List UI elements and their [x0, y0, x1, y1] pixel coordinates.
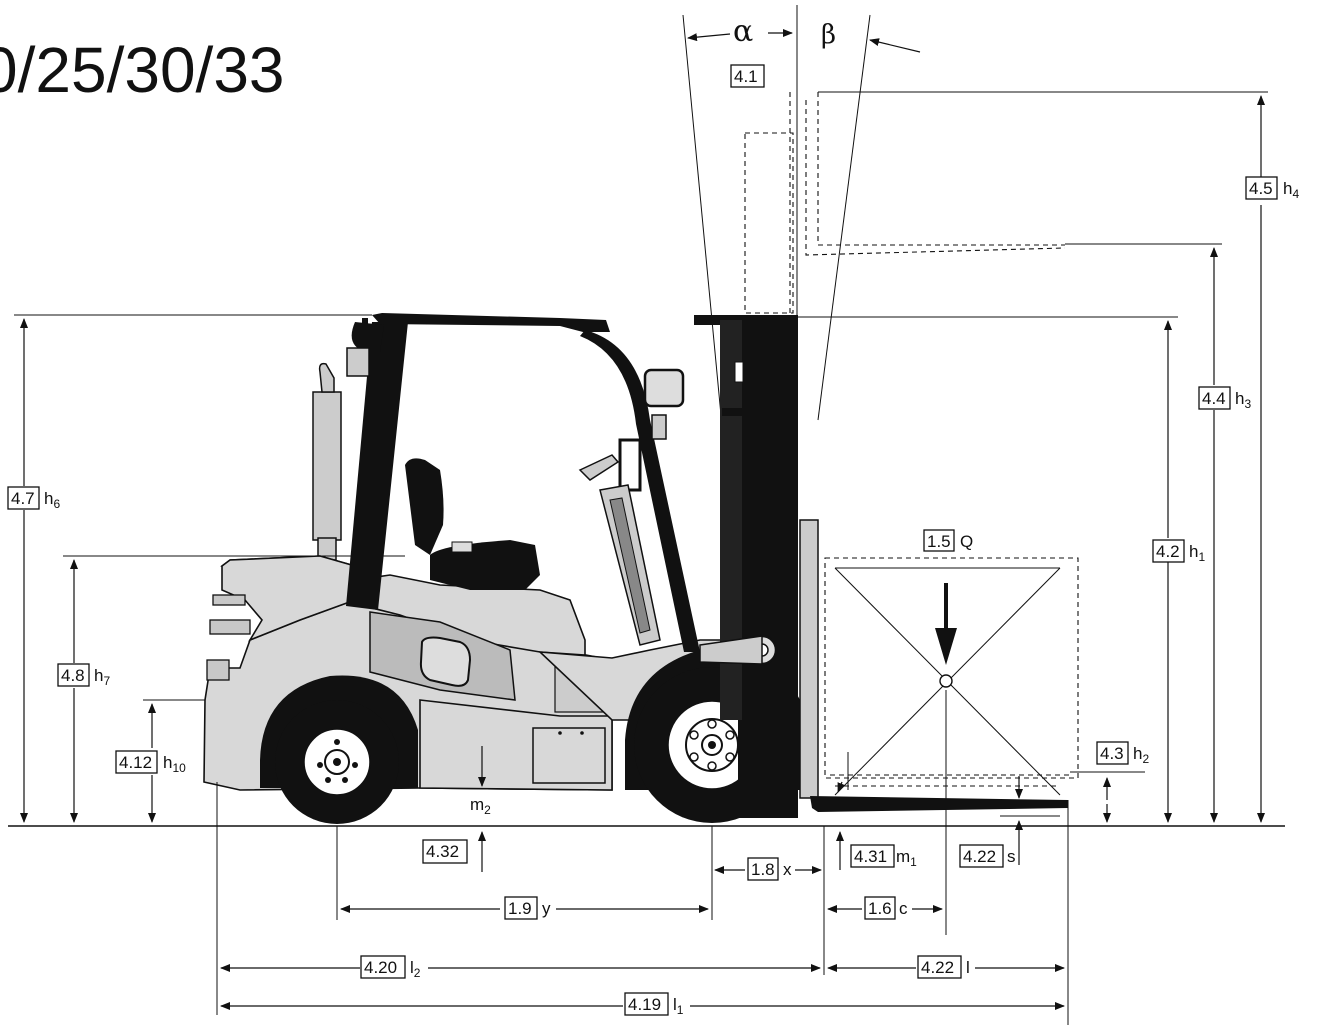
l1-symbol: l1 — [673, 995, 684, 1017]
h2-symbol: h2 — [1133, 744, 1149, 766]
h7-symbol: h7 — [94, 666, 110, 688]
h1-symbol: h1 — [1189, 542, 1205, 564]
h4-code: 4.5 — [1249, 179, 1273, 198]
h2-code: 4.3 — [1100, 744, 1124, 763]
tilt-angles: α β 4.1 — [682, 5, 921, 469]
alpha-symbol: α — [733, 14, 753, 49]
raised-mast-outline — [744, 91, 1268, 315]
h3-code: 4.4 — [1202, 389, 1226, 408]
x-code: 1.8 — [751, 860, 775, 879]
h3-symbol: h3 — [1235, 389, 1251, 411]
m1-symbol: m1 — [896, 847, 917, 869]
length-dimensions: 1.8 x 1.9 y 1.6 c 4.20 l2 4.22 l 4.19 l1 — [216, 782, 1069, 1025]
y-code: 1.9 — [508, 899, 532, 918]
m2-symbol: m2 — [470, 795, 491, 817]
l1-code: 4.19 — [628, 995, 661, 1014]
x-symbol: x — [783, 860, 792, 879]
left-height-dimensions: 4.7 h6 4.8 h7 4.12 h10 — [7, 314, 405, 823]
l-code: 4.22 — [921, 958, 954, 977]
m2-code: 4.32 — [426, 842, 459, 861]
forklift-truck — [203, 313, 1068, 824]
Q-code: 1.5 — [927, 532, 951, 551]
l2-code: 4.20 — [364, 958, 397, 977]
l-symbol: l — [966, 958, 970, 977]
h7-code: 4.8 — [61, 666, 85, 685]
Q-symbol: Q — [960, 532, 973, 551]
beta-symbol: β — [821, 20, 836, 50]
y-symbol: y — [542, 899, 551, 918]
h10-code: 4.12 — [119, 753, 152, 772]
c-symbol: c — [899, 899, 908, 918]
right-height-dimensions: 4.5 h4 4.4 h3 4.2 h1 4.3 h2 — [798, 95, 1299, 823]
ground-clearance-labels: m2 4.32 4.31 m1 4.22 s — [422, 746, 1060, 872]
model-title: 0/25/30/33 — [0, 34, 285, 106]
m1-code: 4.31 — [854, 847, 887, 866]
h1-code: 4.2 — [1156, 542, 1180, 561]
alpha-code: 4.1 — [734, 67, 758, 86]
l2-symbol: l2 — [410, 958, 421, 980]
s-code: 4.22 — [963, 847, 996, 866]
h6-code: 4.7 — [11, 489, 35, 508]
h6-symbol: h6 — [44, 489, 60, 511]
h10-symbol: h10 — [163, 753, 186, 775]
h4-symbol: h4 — [1283, 179, 1299, 201]
c-code: 1.6 — [868, 899, 892, 918]
load-box: 1.5 Q — [824, 529, 1079, 935]
s-symbol: s — [1007, 847, 1016, 866]
